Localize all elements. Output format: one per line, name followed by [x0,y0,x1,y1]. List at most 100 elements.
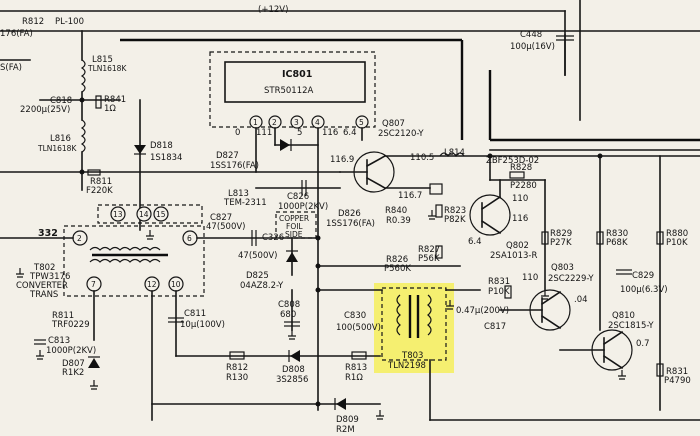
label-d826v: 1SS176(FA) [326,219,375,229]
label-c811v: 10μ(100V) [180,320,225,330]
label-tln2: TLN1618K [37,144,77,153]
label-d818v: 1S1834 [150,153,182,163]
r840-body [429,183,443,195]
label-v110b: 110 [522,273,538,283]
r813-body [351,351,367,360]
label-q807: Q807 [382,119,405,129]
label-ic801: IC801 [282,69,312,80]
junction-dot [315,401,321,407]
t802-pin-14 [136,206,152,222]
label-fa1: 176(FA) [0,29,33,39]
label-v1107: 116.7 [398,191,422,201]
label-v1169: 116.9 [330,155,354,165]
r827-body [435,245,443,259]
label-copper: COPPER [279,214,309,223]
d809-diode [336,398,346,410]
r831-body [504,285,512,299]
label-q803v: 2SC2229-Y [548,274,594,284]
t802-pin-13 [110,206,126,222]
label-t802v: TPW3176 [29,272,70,282]
label-d827: D827 [216,151,239,161]
label-r831: R831 [488,277,510,287]
label-r829v: P27K [550,238,572,248]
pin-label: 13 [113,210,123,219]
label-d808: D808 [282,365,305,375]
d808-diode [290,350,300,362]
t802-winding [89,258,161,263]
label-t803v: TLN2198 [387,361,426,371]
t802-winding [89,246,161,251]
label-v04: .04 [574,295,588,305]
label-r827v: P56K [418,254,440,264]
label-c813: C813 [48,336,70,346]
label-r823v: P82K [444,215,466,225]
label-p116: 116 [322,128,338,138]
r823-body [435,204,443,218]
label-v1105: 110.5 [410,153,434,163]
label-d809v: R2M [336,425,355,435]
junction-dot [79,169,85,175]
junction-dot [487,153,493,159]
label-p0: 0 [235,128,240,138]
r829-body [541,231,549,245]
label-r811b: R811 [52,311,74,321]
l814-coil [439,152,465,158]
d807-zener [88,358,100,368]
label-r841: R841 [104,95,126,105]
label-r811v: F220K [86,186,113,196]
junction-dot [315,235,321,241]
label-r841v: 1Ω [104,104,116,114]
label-d807: D807 [62,359,85,369]
q802-transistor [469,194,511,236]
label-c830: C830 [344,311,366,321]
label-d825: D825 [246,271,269,281]
t803-body [381,287,447,361]
t802-upper-box [97,204,203,224]
label-q810v: 2SC1815-Y [608,321,654,331]
label-l813: L813 [228,189,249,199]
label-r830v: P68K [606,238,628,248]
label-c811: C811 [184,309,206,319]
label-d826: D826 [338,209,361,219]
t802-body [63,225,205,297]
d818-diode [134,145,146,154]
q802-collector [480,219,502,235]
label-r811bv: TRF0229 [51,320,90,330]
label-side: SIDE [285,230,303,239]
label-q810: Q810 [612,311,635,321]
pin-label: 6 [187,234,192,243]
label-c448: C448 [520,30,542,40]
label-c813v: 1000P(2KV) [46,346,96,356]
label-r828v: P2280 [510,181,537,191]
t802-pin-15 [153,206,169,222]
label-c829: C829 [632,271,654,281]
junction-dot [79,97,85,103]
label-r840v: R0.39 [386,216,411,226]
label-d809: D809 [336,415,359,425]
label-r829: R829 [550,229,572,239]
t803-winding [427,294,432,336]
label-r811: R811 [90,177,112,187]
label-c827v: 47(500V) [206,222,246,232]
label-c448v: 100μ(16V) [510,42,555,52]
label-l813v: TEM-2311 [223,198,267,208]
r841-body [95,95,102,109]
l816-coil [80,119,86,153]
label-foil: FOIL [286,222,303,231]
label-r826v: P560K [384,264,411,274]
ground-symbol [16,210,626,420]
r812b-body [229,351,245,360]
label-r823: R823 [444,206,466,216]
label-r831v: P10K [488,287,510,297]
pin-label: 1 [253,118,258,127]
t803-winding [396,294,401,336]
label-r840: R840 [385,206,407,216]
label-v332: 332 [38,228,58,239]
label-d808v: 3S2856 [276,375,308,385]
junction-dot [597,153,603,159]
label-c826: C826 [287,192,309,202]
label-fa2: S(FA) [0,63,22,73]
label-l816: L816 [50,134,71,144]
q803-collector [540,290,562,306]
label-c808: C808 [278,300,300,310]
